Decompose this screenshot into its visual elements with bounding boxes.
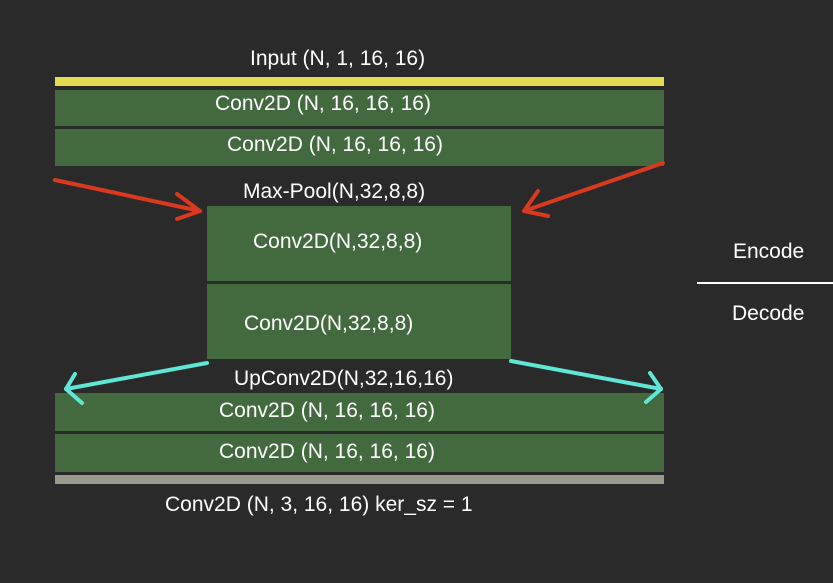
- down-arrow-left: [53, 178, 202, 221]
- encoder-conv-block-2: [55, 129, 664, 166]
- decoder-conv-block-1: [55, 393, 664, 431]
- encoder-conv-block-1: [55, 90, 664, 126]
- decoder-conv-block-2: [55, 434, 664, 472]
- bottleneck-conv-block-1: [207, 206, 511, 281]
- decoder-conv-label-2: Conv2D (N, 16, 16, 16): [219, 440, 435, 463]
- bottleneck-conv-label-1: Conv2D(N,32,8,8): [253, 230, 423, 253]
- encode-label: Encode: [733, 240, 805, 263]
- encoder-conv-label-1: Conv2D (N, 16, 16, 16): [215, 92, 431, 115]
- decoder-conv-label-1: Conv2D (N, 16, 16, 16): [219, 399, 435, 422]
- encode-decode-divider: [697, 282, 833, 284]
- encoder-conv-label-2: Conv2D (N, 16, 16, 16): [227, 133, 443, 156]
- upconv-label: UpConv2D(N,32,16,16): [234, 367, 454, 390]
- bottleneck-conv-label-2: Conv2D(N,32,8,8): [244, 312, 414, 335]
- input-bar: [55, 77, 664, 86]
- maxpool-label: Max-Pool(N,32,8,8): [243, 180, 426, 203]
- up-arrow-right: [509, 359, 663, 404]
- input-label: Input (N, 1, 16, 16): [250, 47, 426, 70]
- decode-label: Decode: [732, 302, 805, 325]
- bottleneck-conv-block-2: [207, 284, 511, 359]
- up-arrow-left: [64, 361, 209, 405]
- output-bar: [55, 475, 664, 484]
- down-arrow-right: [522, 161, 665, 218]
- output-label: Conv2D (N, 3, 16, 16) ker_sz = 1: [165, 493, 473, 516]
